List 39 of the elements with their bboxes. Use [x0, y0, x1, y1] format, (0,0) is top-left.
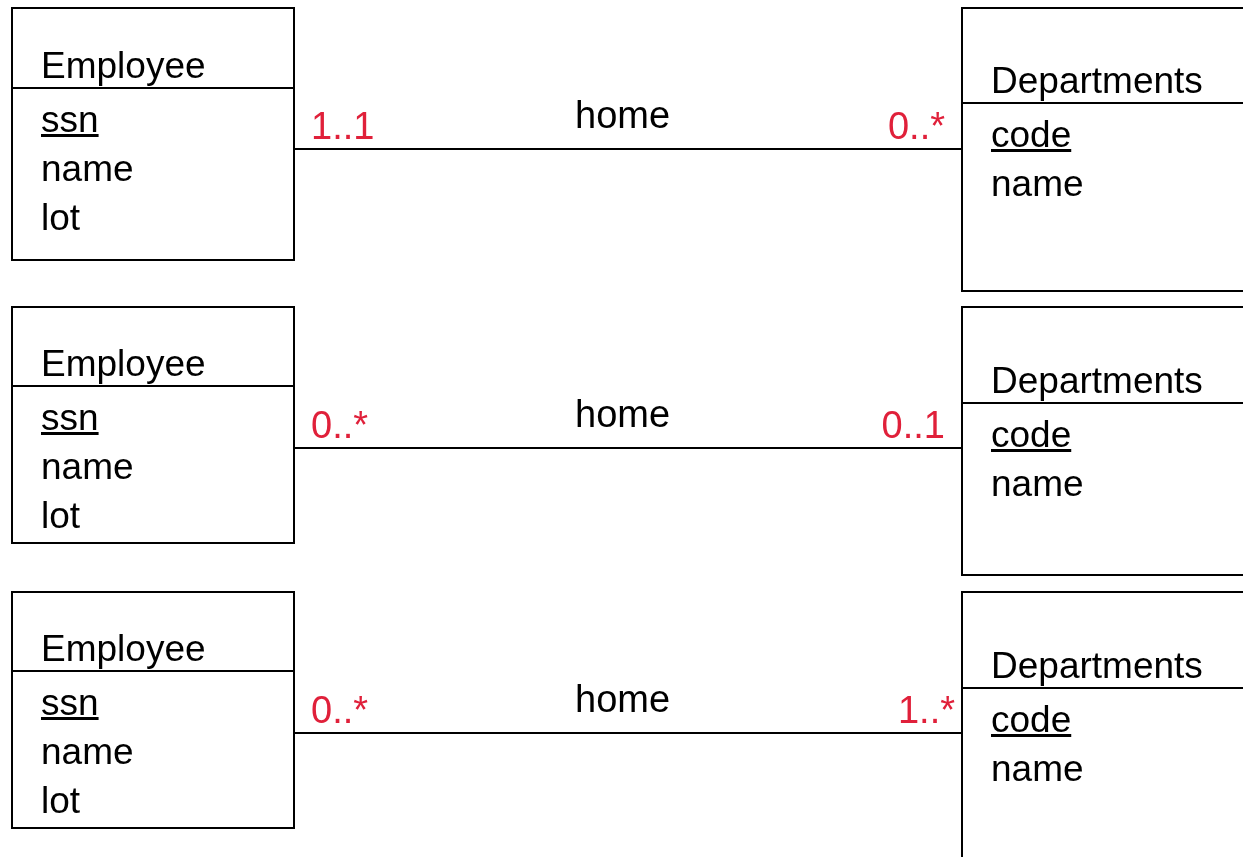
key-attribute: ssn — [41, 681, 99, 725]
class-box — [961, 7, 1243, 292]
class-box — [11, 591, 295, 829]
multiplicity-label: 1..1 — [311, 105, 375, 147]
multiplicity-label: 0..* — [311, 689, 369, 731]
key-attribute: ssn — [41, 98, 99, 142]
class-box — [961, 306, 1243, 576]
key-attribute: code — [991, 698, 1072, 742]
class-box — [11, 306, 295, 544]
attribute-name: name — [991, 462, 1084, 506]
association-line — [294, 148, 962, 150]
class-name: Employee — [41, 343, 206, 385]
class-name: Departments — [991, 360, 1203, 402]
class-name: Departments — [991, 645, 1203, 687]
class-box — [11, 7, 295, 261]
multiplicity-label: 1..* — [897, 689, 955, 731]
key-attribute: code — [991, 113, 1072, 157]
class-name: Departments — [991, 60, 1203, 102]
attribute-name: name — [991, 747, 1084, 791]
attribute-name: name — [41, 730, 134, 774]
association-line — [294, 732, 962, 734]
attribute-name: name — [41, 147, 134, 191]
association-label: home — [575, 678, 671, 720]
class-name: Employee — [41, 45, 206, 87]
attribute-name: name — [991, 162, 1084, 206]
class-name: Employee — [41, 628, 206, 670]
association-line — [294, 447, 962, 449]
key-attribute: ssn — [41, 396, 99, 440]
attribute-name: name — [41, 445, 134, 489]
attribute-name: lot — [41, 196, 81, 240]
association-label: home — [575, 94, 671, 136]
attribute-name: lot — [41, 494, 81, 538]
key-attribute: code — [991, 413, 1072, 457]
multiplicity-label: 0..* — [887, 105, 945, 147]
multiplicity-label: 0..1 — [881, 404, 945, 446]
attribute-name: lot — [41, 779, 81, 823]
association-label: home — [575, 393, 671, 435]
class-box — [961, 591, 1243, 857]
multiplicity-label: 0..* — [311, 404, 369, 446]
